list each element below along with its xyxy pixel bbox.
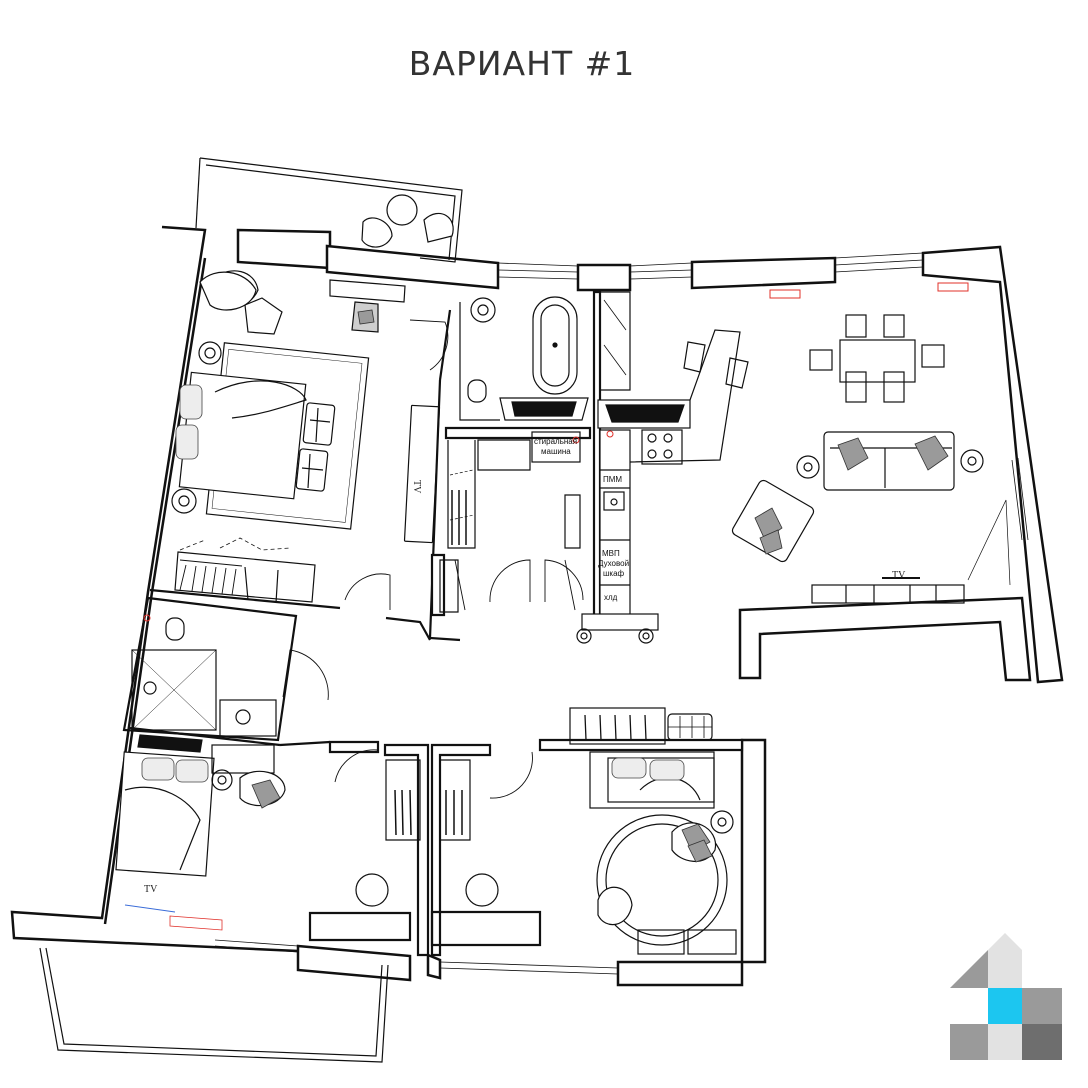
master-armchair [199, 271, 257, 311]
label-washing-machine-1: стиральная [534, 437, 577, 446]
red-markers [143, 282, 969, 622]
bed-pillows [141, 384, 685, 783]
bedroom-two [115, 734, 421, 931]
label-fridge: хлд [604, 593, 618, 602]
label-microwave: МВП [602, 549, 620, 558]
tv-console-living [811, 499, 1011, 604]
label-oven-2: шкаф [603, 569, 625, 578]
dining-set [809, 314, 945, 403]
exterior-walls [10, 225, 1064, 987]
bedroom-three [439, 707, 737, 955]
label-tv-bedroom: TV [144, 884, 158, 895]
master-bath [459, 296, 589, 421]
balcony-top [195, 157, 463, 263]
pillows [251, 309, 949, 863]
label-tv-master: TV [411, 480, 422, 494]
bar-stools [683, 341, 749, 389]
balcony-bottom [39, 947, 389, 1063]
label-oven-1: Духовой [598, 559, 629, 568]
side-tables [796, 449, 984, 479]
door-swings [282, 319, 584, 799]
kitchen-column [576, 291, 741, 644]
guest-bathroom [131, 617, 277, 737]
label-washing-machine-2: машина [541, 447, 571, 456]
windows [214, 252, 1029, 975]
label-tv-living: TV [892, 570, 906, 581]
bedside-lamps [171, 341, 222, 514]
label-dishwasher: ПММ [603, 475, 622, 484]
room-labels: стиральная машина ПММ МВП Духовой шкаф х… [144, 437, 906, 895]
master-bedroom [174, 270, 441, 604]
plan-title: ВАРИАНТ #1 [408, 44, 636, 83]
laundry-wardrobe [439, 431, 581, 613]
brand-logo [950, 933, 1062, 1060]
balcony-furniture [361, 194, 454, 248]
